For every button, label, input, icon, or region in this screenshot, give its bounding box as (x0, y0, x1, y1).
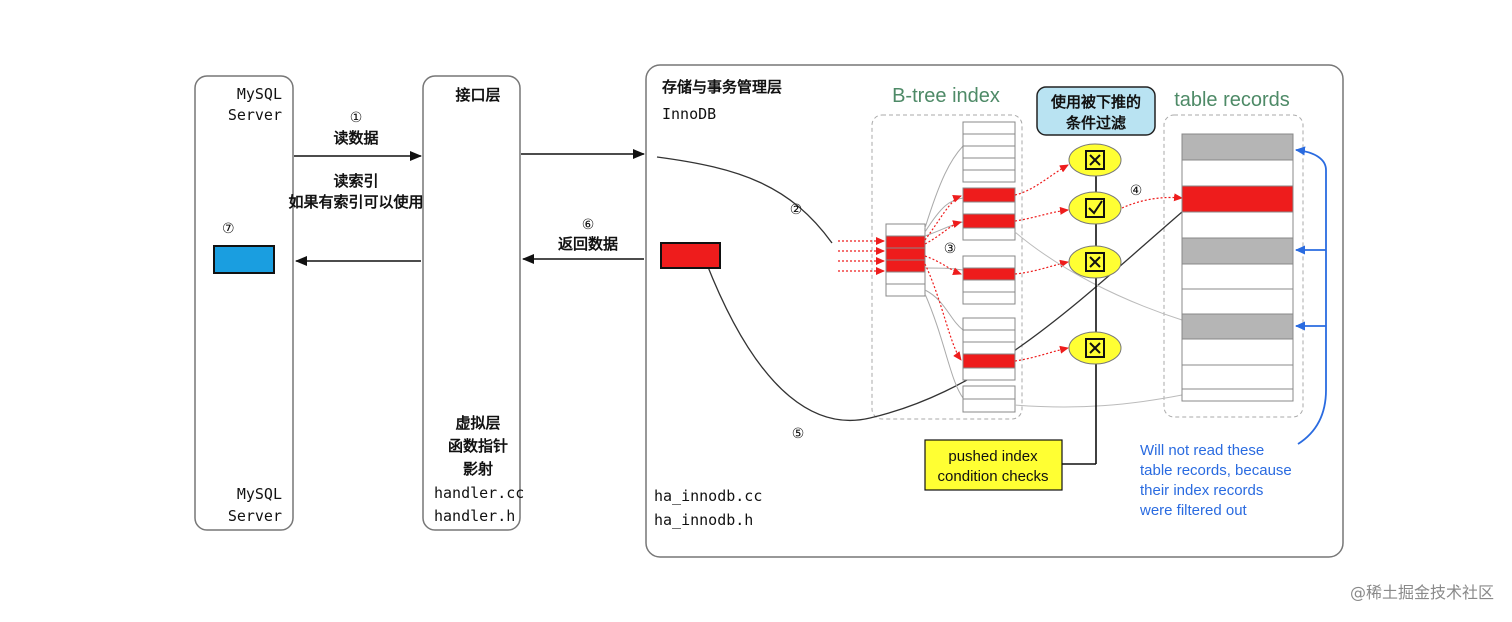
virtual-layer-line-3: 影射 (463, 460, 493, 478)
interface-title: 接口层 (455, 86, 500, 104)
storage-title: 存储与事务管理层 (662, 78, 782, 96)
filter-check-1 (1068, 143, 1122, 177)
read-index-label: 读索引 (333, 172, 378, 190)
ha-innodb-cc-file: ha_innodb.cc (654, 487, 762, 505)
pushed-index-line-2: condition checks (938, 468, 1049, 485)
filter-check-2 (1068, 191, 1122, 225)
step-4-marker: ④ (1130, 183, 1143, 199)
btree-root-node (885, 223, 926, 297)
mysql-bottom-label-2: Server (228, 507, 282, 525)
step-5-marker: ⑤ (792, 426, 805, 442)
index-entry-match-1 (962, 187, 1016, 203)
filter-title-line-2: 条件过滤 (1065, 114, 1126, 132)
read-data-label: 读数据 (333, 129, 378, 147)
step-2-marker: ② (790, 202, 803, 218)
return-data-label: 返回数据 (558, 235, 618, 253)
skip-note: Will not read these table records, becau… (1139, 442, 1292, 519)
root-to-leaf-arrows (924, 194, 962, 361)
btree-index-title: B-tree index (892, 85, 1000, 107)
virtual-layer-line-1: 虚拟层 (455, 414, 500, 432)
ha-innodb-h-file: ha_innodb.h (654, 511, 753, 529)
mysql-top-label-1: MySQL (237, 85, 282, 103)
index-entry-match-4 (962, 353, 1016, 369)
watermark: @稀土掘金技术社区 (1350, 583, 1494, 602)
flow-curve-step-2 (656, 156, 833, 244)
leaf-to-table-lines (1014, 231, 1183, 408)
step-7-marker: ⑦ (222, 221, 235, 237)
btree-leaf-column (962, 121, 1016, 413)
skip-note-line-1: Will not read these (1140, 442, 1264, 459)
interface-layer-box: 接口层 虚拟层 函数指针 影射 handler.cc handler.h (422, 75, 524, 531)
return-data-arrows: ⑥ 返回数据 (295, 217, 644, 266)
skip-note-line-2: table records, because (1140, 462, 1292, 479)
step-3-marker: ③ (944, 241, 957, 257)
index-entry-match-3 (962, 267, 1016, 281)
virtual-layer-line-2: 函数指针 (448, 437, 508, 455)
filter-check-4 (1068, 331, 1122, 365)
step-6-marker: ⑥ (582, 217, 595, 233)
skip-note-line-3: their index records (1140, 482, 1263, 499)
table-record-fetched (1181, 185, 1294, 213)
mysql-server-box: MySQL Server MySQL Server ⑦ (194, 75, 294, 531)
pushed-index-box: pushed index condition checks (924, 439, 1063, 491)
table-records-column (1181, 133, 1294, 402)
handler-h-file: handler.h (434, 507, 515, 525)
filter-check-3 (1068, 245, 1122, 279)
pushed-index-line-1: pushed index (948, 448, 1038, 465)
skipped-records-arrows (1295, 146, 1327, 445)
handler-cc-file: handler.cc (434, 484, 524, 502)
index-entry-match-2 (962, 213, 1016, 229)
result-block (213, 245, 275, 274)
read-data-arrows: ① 读数据 读索引 如果有索引可以使用 (288, 110, 645, 211)
filter-title-line-1: 使用被下推的 (1050, 93, 1141, 111)
storage-layer-box: 存储与事务管理层 InnoDB ha_innodb.cc ha_innodb.h (645, 64, 1344, 558)
mysql-bottom-label-1: MySQL (237, 485, 282, 503)
leaf-to-filter-arrows (1014, 164, 1183, 362)
mysql-top-label-2: Server (228, 106, 282, 124)
fetched-record-block (660, 242, 721, 269)
engine-name: InnoDB (662, 105, 716, 123)
skip-note-line-4: were filtered out (1139, 502, 1248, 519)
filter-title-box: 使用被下推的 条件过滤 (1036, 86, 1156, 136)
use-index-label: 如果有索引可以使用 (288, 193, 423, 211)
flow-curve-step-5 (705, 211, 1183, 422)
btree-dashed-frame (871, 114, 1023, 420)
step-1-marker: ① (350, 110, 363, 126)
table-dashed-frame (1163, 114, 1304, 418)
table-records-title: table records (1174, 89, 1290, 111)
